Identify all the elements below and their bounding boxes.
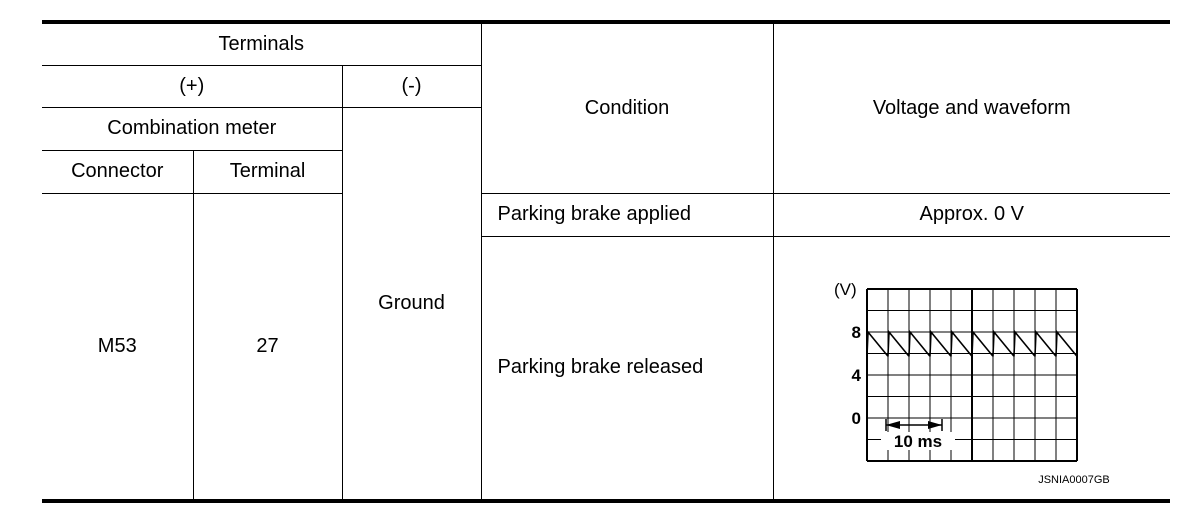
cell-condition-applied: Parking brake applied bbox=[480, 192, 774, 237]
waveform-unit-label: (V) bbox=[834, 280, 857, 299]
waveform-y-labels: 8 4 0 bbox=[851, 323, 861, 428]
header-connector: Connector bbox=[42, 149, 194, 194]
arrow-left-icon bbox=[927, 420, 942, 429]
header-terminals: Terminals bbox=[42, 21, 482, 66]
reference-code: JSNIA0007GB bbox=[1038, 474, 1110, 486]
waveform-sawtooth-line bbox=[865, 329, 1077, 356]
waveform-diagram: (V) 8 4 0 10 ms JSNIA0007GB bbox=[834, 280, 1110, 486]
cell-condition-released: Parking brake released bbox=[480, 235, 774, 501]
header-terminal: Terminal bbox=[192, 149, 343, 194]
cell-connector-m53: M53 bbox=[42, 192, 194, 501]
waveform-y-label: 0 bbox=[851, 409, 860, 428]
cell-waveform: (V) 8 4 0 10 ms JSNIA0007GB bbox=[772, 235, 1171, 501]
waveform-y-label: 4 bbox=[851, 366, 861, 385]
cell-voltage-applied: Approx. 0 V bbox=[772, 192, 1171, 237]
header-minus: (-) bbox=[341, 64, 482, 108]
time-scale-marker bbox=[880, 418, 955, 450]
header-voltage-waveform: Voltage and waveform bbox=[772, 21, 1171, 194]
waveform-grid bbox=[865, 287, 1078, 462]
cell-ground: Ground bbox=[341, 106, 482, 501]
header-combination-meter: Combination meter bbox=[42, 106, 343, 151]
terminal-inspection-table: Terminals Condition Voltage and waveform… bbox=[42, 20, 1171, 503]
waveform-time-label: 10 ms bbox=[894, 432, 942, 451]
arrow-right-icon bbox=[885, 420, 900, 429]
cell-terminal-27: 27 bbox=[192, 192, 343, 501]
header-plus: (+) bbox=[42, 64, 343, 108]
waveform-y-label: 8 bbox=[851, 323, 860, 342]
header-condition: Condition bbox=[480, 21, 774, 194]
